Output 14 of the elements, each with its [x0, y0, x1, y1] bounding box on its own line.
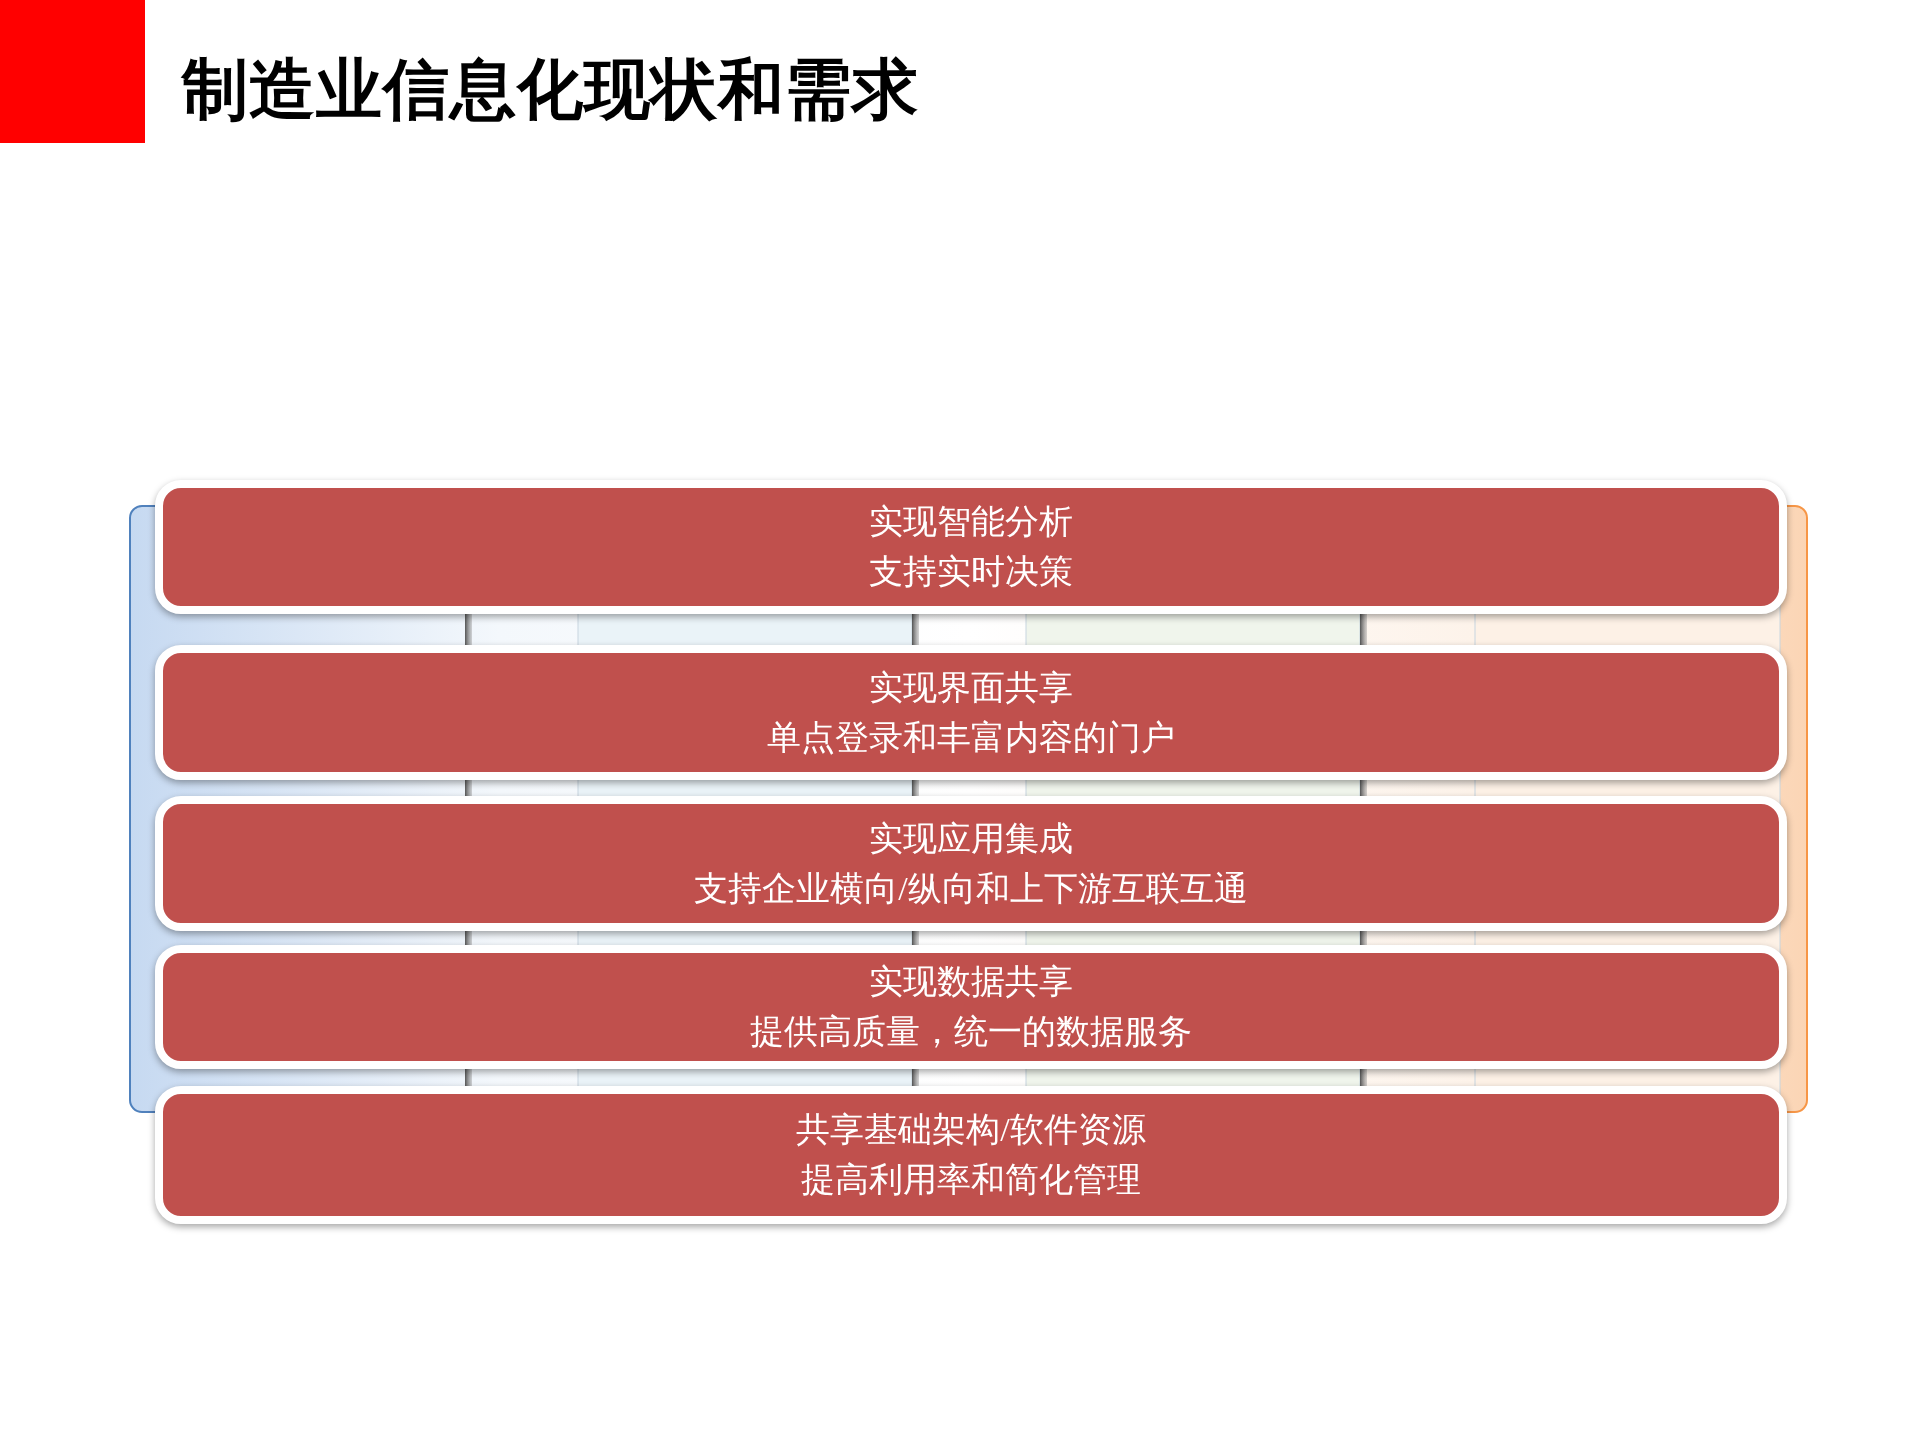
bar-heading: 实现应用集成 — [869, 818, 1073, 859]
requirement-bar — [155, 796, 1787, 931]
bar-text: 提供高质量，统一的数据服务 — [750, 1012, 1192, 1052]
bar-text: 单点登录和丰富内容的门户 — [767, 717, 1175, 758]
requirement-bar — [155, 945, 1787, 1069]
slide-title: 制造业信息化现状和需求 — [182, 52, 919, 128]
bar-heading: 实现界面共享 — [869, 667, 1073, 708]
bar-text: 支持实时决策 — [869, 552, 1073, 592]
bar-text: 提高利用率和简化管理 — [801, 1160, 1141, 1200]
bar-text: 支持企业横向/纵向和上下游互联互通 — [694, 868, 1248, 909]
bar-heading: 实现数据共享 — [869, 962, 1073, 1002]
requirement-bar — [155, 645, 1787, 780]
bar-heading: 共享基础架构/软件资源 — [796, 1110, 1146, 1150]
bar-heading: 实现智能分析 — [869, 502, 1073, 542]
